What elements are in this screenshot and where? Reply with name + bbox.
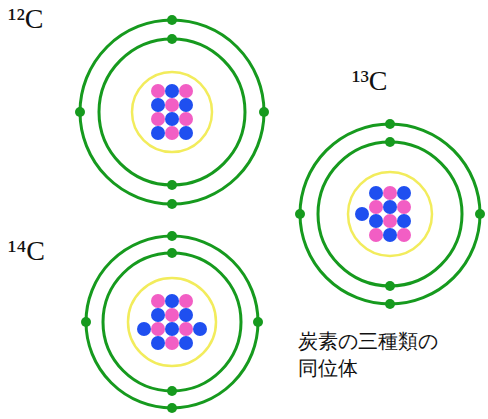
nucleus-outline bbox=[128, 278, 216, 366]
nucleus-outline bbox=[132, 72, 212, 152]
electron bbox=[385, 137, 395, 147]
electron bbox=[259, 107, 269, 117]
atom-figure bbox=[75, 15, 269, 209]
nucleus-outline bbox=[348, 172, 432, 256]
neutron bbox=[179, 126, 193, 140]
neutron bbox=[151, 126, 165, 140]
neutron bbox=[151, 98, 165, 112]
proton bbox=[369, 228, 383, 242]
proton bbox=[179, 294, 193, 308]
electron bbox=[385, 281, 395, 291]
proton bbox=[179, 84, 193, 98]
neutron bbox=[193, 322, 207, 336]
caption: 炭素の三種類の 同位体 bbox=[298, 328, 448, 382]
neutron bbox=[369, 186, 383, 200]
proton bbox=[165, 308, 179, 322]
electron-shell bbox=[103, 253, 241, 391]
electron-shell bbox=[300, 124, 480, 304]
proton bbox=[151, 294, 165, 308]
proton bbox=[383, 186, 397, 200]
electron-shell bbox=[318, 142, 462, 286]
electron bbox=[295, 209, 305, 219]
electron-shell bbox=[99, 39, 245, 185]
electron bbox=[385, 299, 395, 309]
neutron bbox=[383, 228, 397, 242]
neutron bbox=[165, 322, 179, 336]
neutron bbox=[151, 308, 165, 322]
isotope-symbol: ¹⁴C bbox=[8, 236, 45, 267]
proton bbox=[397, 228, 411, 242]
electron bbox=[167, 248, 177, 258]
electron bbox=[167, 15, 177, 25]
electron bbox=[167, 231, 177, 241]
proton bbox=[165, 336, 179, 350]
proton bbox=[383, 214, 397, 228]
proton bbox=[179, 322, 193, 336]
electron bbox=[167, 34, 177, 44]
neutron bbox=[137, 322, 151, 336]
electron-shell bbox=[80, 20, 264, 204]
electron bbox=[475, 209, 485, 219]
proton bbox=[179, 112, 193, 126]
neutron bbox=[151, 336, 165, 350]
proton bbox=[397, 200, 411, 214]
proton bbox=[151, 322, 165, 336]
neutron bbox=[165, 294, 179, 308]
neutron bbox=[179, 308, 193, 322]
neutron bbox=[355, 207, 369, 221]
neutron bbox=[179, 336, 193, 350]
proton bbox=[151, 112, 165, 126]
proton bbox=[165, 98, 179, 112]
electron bbox=[167, 199, 177, 209]
proton bbox=[151, 84, 165, 98]
electron bbox=[167, 180, 177, 190]
electron bbox=[167, 386, 177, 396]
neutron bbox=[397, 186, 411, 200]
neutron bbox=[383, 200, 397, 214]
electron bbox=[167, 403, 177, 413]
neutron bbox=[165, 84, 179, 98]
proton bbox=[369, 200, 383, 214]
electron bbox=[253, 317, 263, 327]
neutron bbox=[369, 214, 383, 228]
atom-figure bbox=[81, 231, 263, 413]
electron bbox=[385, 119, 395, 129]
electron-shell bbox=[86, 236, 258, 408]
isotope-symbol: ¹²C bbox=[8, 4, 43, 35]
neutron bbox=[397, 214, 411, 228]
electron bbox=[81, 317, 91, 327]
electron bbox=[75, 107, 85, 117]
atom-figure bbox=[295, 119, 485, 309]
proton bbox=[165, 126, 179, 140]
neutron bbox=[179, 98, 193, 112]
neutron bbox=[165, 112, 179, 126]
isotope-symbol: ¹³C bbox=[352, 66, 387, 97]
